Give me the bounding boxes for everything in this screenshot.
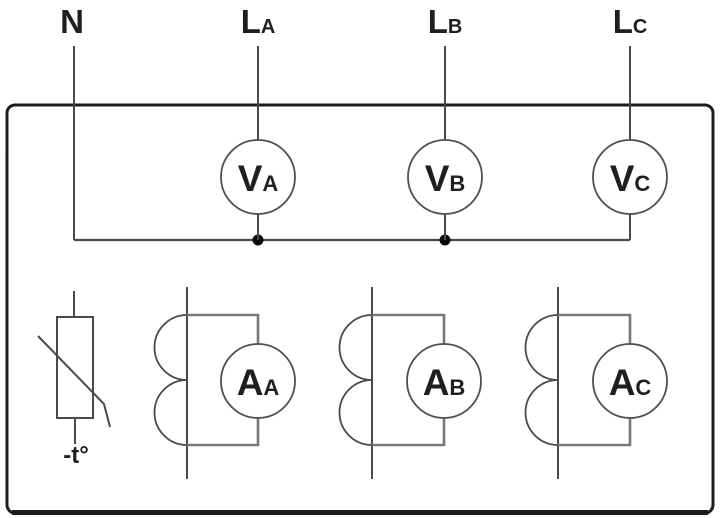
voltmeter-vb-label: VB <box>425 158 466 199</box>
terminal-lb: LB <box>428 3 463 141</box>
ct-secondary-loop-top-a <box>187 313 260 345</box>
ct-secondary-loop-top-b <box>372 313 446 345</box>
terminal-la-label: LA <box>241 3 276 40</box>
ct-secondary-loop-bottom-b <box>372 418 446 447</box>
ammeter-ac-label: AC <box>609 362 652 403</box>
ct-secondary-loop-bottom-c <box>558 418 632 447</box>
temperature-sensor-label: -t° <box>63 442 89 469</box>
terminal-la: LA <box>241 3 276 141</box>
ammeter-ab-label: AB <box>423 362 466 403</box>
terminal-lb-label: LB <box>428 3 463 40</box>
ammeter-ac-circle <box>592 343 668 419</box>
terminal-lc: LC <box>613 3 648 141</box>
voltmeter-vc-label: VC <box>610 158 651 199</box>
temperature-sensor: -t° <box>37 291 111 469</box>
ct-ammeter-group-a: AA <box>153 287 296 479</box>
voltmeter-va: VA <box>220 139 296 240</box>
thermistor-diagonal-stroke <box>37 335 111 428</box>
terminal-lc-label: LC <box>613 3 648 40</box>
terminal-n: N <box>60 3 84 240</box>
ct-winding-arcs-a <box>153 314 188 446</box>
ct-winding-arcs-b <box>338 314 373 446</box>
voltmeter-vc: VC <box>592 139 668 240</box>
terminal-n-label: N <box>60 3 84 40</box>
ammeter-aa-label: AA <box>237 362 280 403</box>
ct-winding-arcs-c <box>524 314 559 446</box>
thermistor-body <box>56 316 94 419</box>
ct-ammeter-group-b: AB <box>338 287 482 479</box>
voltmeter-va-label: VA <box>238 158 279 199</box>
ammeter-ab-circle <box>406 343 482 419</box>
ct-ammeter-group-c: AC <box>524 287 668 479</box>
voltmeter-vb: VB <box>407 139 483 240</box>
ct-secondary-loop-bottom-a <box>187 418 260 447</box>
ct-secondary-loop-top-c <box>558 313 632 345</box>
ammeter-aa-circle <box>220 343 296 419</box>
